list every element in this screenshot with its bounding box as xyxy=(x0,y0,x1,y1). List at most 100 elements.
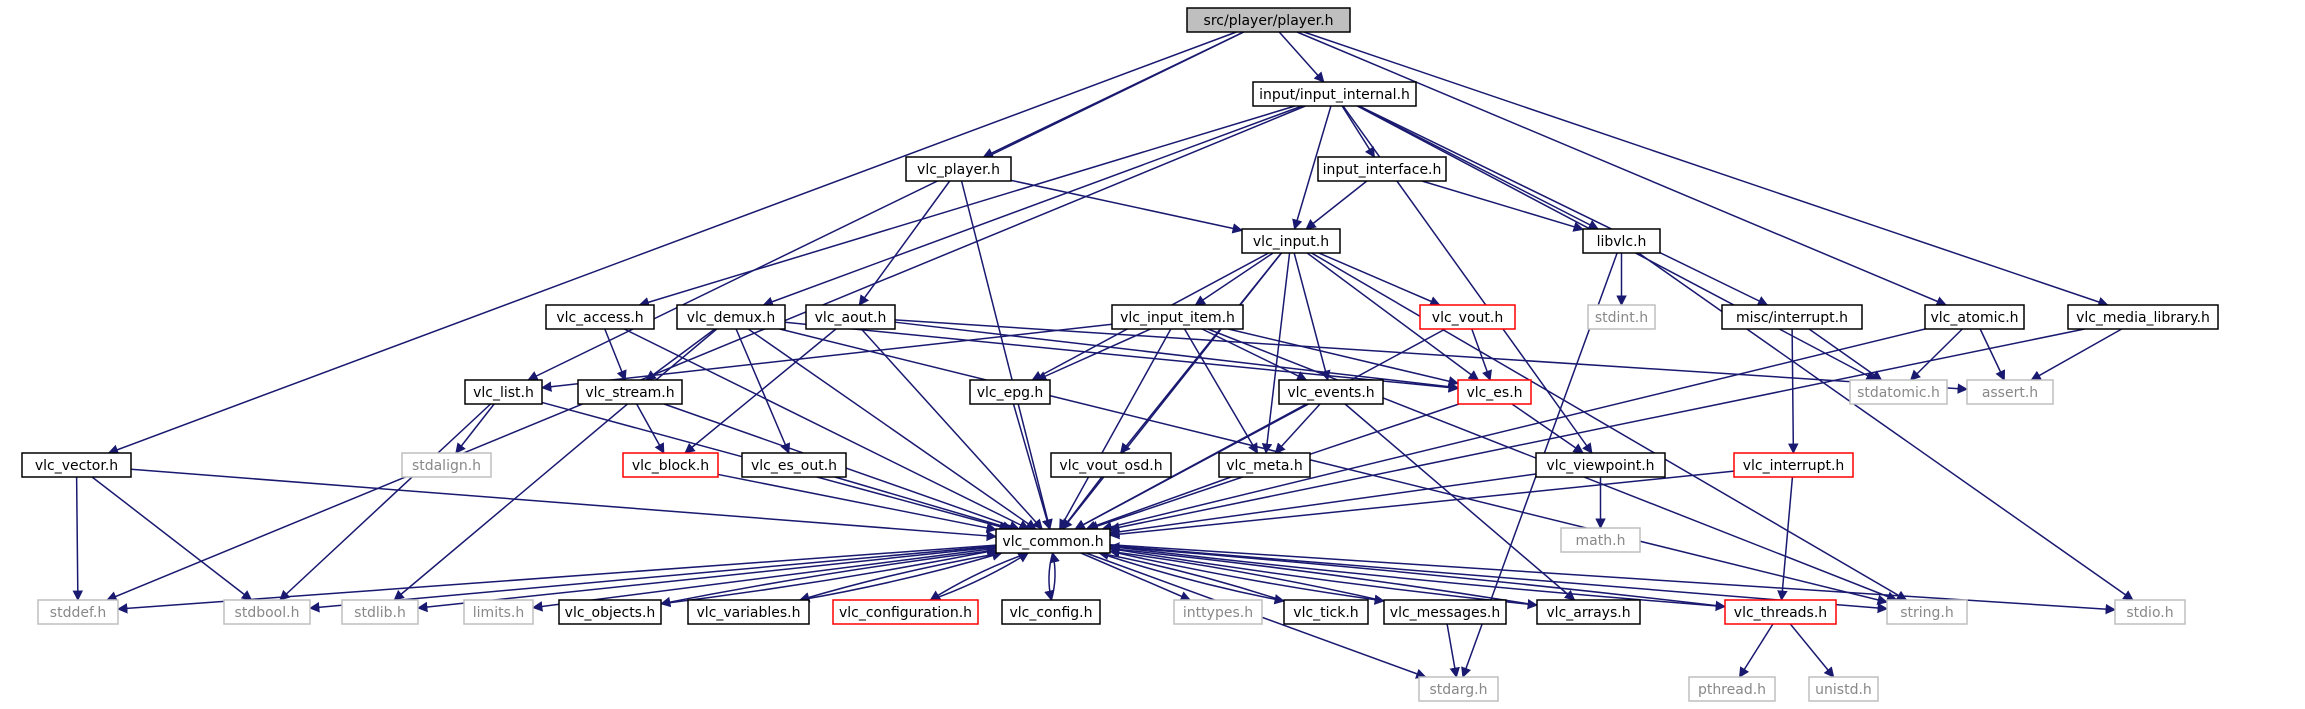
node-vlc_arrays[interactable]: vlc_arrays.h xyxy=(1536,599,1641,625)
node-libvlc[interactable]: libvlc.h xyxy=(1582,228,1661,254)
node-label: vlc_es.h xyxy=(1466,385,1522,401)
node-vlc_block[interactable]: vlc_block.h xyxy=(622,452,719,478)
edge-vlc_common-to-vlc_objects xyxy=(659,549,997,608)
node-vlc_access[interactable]: vlc_access.h xyxy=(545,304,655,330)
node-vlc_demux[interactable]: vlc_demux.h xyxy=(676,304,786,330)
edge-vlc_common-to-vlc_arrays xyxy=(1109,547,1539,610)
node-input_interface[interactable]: input_interface.h xyxy=(1317,156,1447,182)
node-vlc_es[interactable]: vlc_es.h xyxy=(1457,379,1532,405)
node-box xyxy=(995,528,1111,554)
edge-vlc_threads-to-pthread xyxy=(1738,623,1774,678)
node-vlc_vector[interactable]: vlc_vector.h xyxy=(21,452,132,478)
node-input_internal[interactable]: input/input_internal.h xyxy=(1252,81,1417,107)
node-box xyxy=(1536,599,1641,625)
node-vlc_tick[interactable]: vlc_tick.h xyxy=(1283,599,1369,625)
node-label: vlc_vout_osd.h xyxy=(1059,458,1162,474)
node-label: vlc_demux.h xyxy=(687,310,776,326)
node-vlc_config[interactable]: vlc_config.h xyxy=(1001,599,1101,625)
node-stdlib: stdlib.h xyxy=(341,599,419,625)
node-vlc_viewpoint[interactable]: vlc_viewpoint.h xyxy=(1535,452,1666,478)
edge-vlc_common-to-string xyxy=(1109,544,1889,614)
node-label: string.h xyxy=(1900,605,1954,621)
node-box xyxy=(1173,599,1263,625)
node-box xyxy=(558,599,662,625)
edge-vlc_meta-to-vlc_common xyxy=(1085,476,1232,531)
edge-vlc_common-to-vlc_tick xyxy=(1098,552,1286,605)
node-label: vlc_input_item.h xyxy=(1120,310,1235,326)
node-label: vlc_config.h xyxy=(1009,605,1092,621)
edge-input_internal-to-libvlc xyxy=(1357,105,1600,230)
node-vlc_es_out[interactable]: vlc_es_out.h xyxy=(741,452,847,478)
node-box xyxy=(1050,452,1172,478)
node-vlc_threads[interactable]: vlc_threads.h xyxy=(1724,599,1837,625)
node-vlc_list[interactable]: vlc_list.h xyxy=(464,379,543,405)
edge-input_internal-to-vlc_input xyxy=(1292,105,1332,231)
node-stdalign: stdalign.h xyxy=(401,452,492,478)
node-box xyxy=(1587,304,1656,330)
edge-libvlc-to-stdio xyxy=(1638,252,2134,601)
node-label: stdint.h xyxy=(1595,310,1648,326)
edge-vlc_common-to-vlc_variables xyxy=(798,552,1002,603)
edge-vlc_vector-to-stddef xyxy=(72,476,84,602)
node-label: stdio.h xyxy=(2126,605,2173,621)
node-vlc_common[interactable]: vlc_common.h xyxy=(995,528,1111,554)
node-label: stdarg.h xyxy=(1430,682,1488,698)
node-vlc_epg[interactable]: vlc_epg.h xyxy=(969,379,1051,405)
node-label: vlc_vector.h xyxy=(35,458,118,474)
node-vlc_vout[interactable]: vlc_vout.h xyxy=(1419,304,1516,330)
edge-vlc_block-to-vlc_common xyxy=(717,473,998,533)
node-vlc_media_library[interactable]: vlc_media_library.h xyxy=(2067,304,2219,330)
node-vlc_atomic[interactable]: vlc_atomic.h xyxy=(1924,304,2025,330)
edge-vlc_viewpoint-to-vlc_common xyxy=(1108,473,1537,537)
node-vlc_events[interactable]: vlc_events.h xyxy=(1278,379,1384,405)
edge-vlc_tick-to-vlc_common xyxy=(1098,549,1285,602)
node-label: vlc_messages.h xyxy=(1390,605,1500,621)
node-vlc_stream[interactable]: vlc_stream.h xyxy=(577,379,683,405)
node-label: vlc_player.h xyxy=(917,162,1000,178)
node-label: vlc_block.h xyxy=(632,458,709,474)
edge-vlc_events-to-vlc_arrays xyxy=(1344,403,1576,601)
node-vlc_variables[interactable]: vlc_variables.h xyxy=(687,599,810,625)
node-label: misc/interrupt.h xyxy=(1736,310,1848,326)
node-label: vlc_viewpoint.h xyxy=(1546,458,1654,474)
node-root[interactable]: src/player/player.h xyxy=(1186,7,1351,33)
node-vlc_interrupt[interactable]: vlc_interrupt.h xyxy=(1733,452,1854,478)
node-label: stddef.h xyxy=(50,605,106,621)
node-label: vlc_aout.h xyxy=(815,310,887,326)
edge-vlc_messages-to-vlc_common xyxy=(1108,547,1385,602)
node-assert: assert.h xyxy=(1966,379,2054,405)
edge-vlc_access-to-vlc_common xyxy=(623,328,1030,530)
node-vlc_configuration[interactable]: vlc_configuration.h xyxy=(832,599,979,625)
node-box xyxy=(1721,304,1863,330)
node-vlc_meta[interactable]: vlc_meta.h xyxy=(1218,452,1311,478)
node-box xyxy=(21,452,132,478)
node-vlc_player[interactable]: vlc_player.h xyxy=(905,156,1012,182)
node-box xyxy=(1535,452,1666,478)
node-misc_interrupt[interactable]: misc/interrupt.h xyxy=(1721,304,1863,330)
edge-vlc_atomic-to-vlc_common xyxy=(1101,328,1926,532)
node-box xyxy=(1383,599,1507,625)
node-box xyxy=(1724,599,1837,625)
edge-vlc_player-to-vlc_aout xyxy=(858,180,951,306)
edge-vlc_input-to-vlc_meta xyxy=(1261,252,1291,455)
node-vlc_input_item[interactable]: vlc_input_item.h xyxy=(1111,304,1244,330)
node-vlc_objects[interactable]: vlc_objects.h xyxy=(558,599,662,625)
node-vlc_input[interactable]: vlc_input.h xyxy=(1241,228,1341,254)
node-box xyxy=(622,452,719,478)
edge-vlc_vout_osd-to-vlc_common xyxy=(1061,476,1103,530)
node-label: vlc_input.h xyxy=(1253,234,1329,250)
node-vlc_vout_osd[interactable]: vlc_vout_osd.h xyxy=(1050,452,1172,478)
node-box xyxy=(1808,676,1879,702)
node-unistd: unistd.h xyxy=(1808,676,1879,702)
edge-vlc_aout-to-vlc_es xyxy=(894,321,1460,392)
node-box xyxy=(464,379,543,405)
node-vlc_messages[interactable]: vlc_messages.h xyxy=(1383,599,1507,625)
edge-vlc_stream-to-vlc_block xyxy=(636,403,665,454)
node-box xyxy=(1457,379,1532,405)
node-math: math.h xyxy=(1560,527,1641,553)
node-box xyxy=(1886,599,1968,625)
node-label: inttypes.h xyxy=(1183,605,1253,621)
node-vlc_aout[interactable]: vlc_aout.h xyxy=(805,304,896,330)
node-box xyxy=(1966,379,2054,405)
edge-root-to-vlc_media_library xyxy=(1303,31,2109,307)
